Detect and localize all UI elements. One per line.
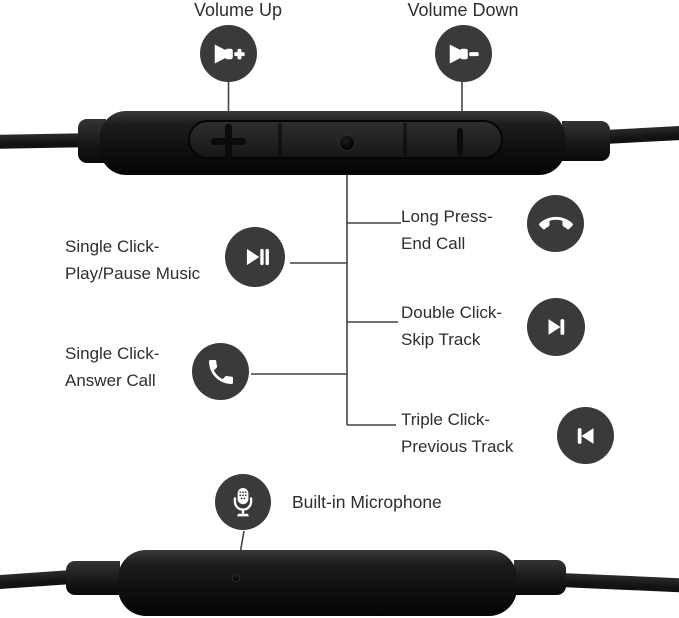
- microphone-label: Built-in Microphone: [292, 492, 442, 512]
- phone-end-icon: [527, 195, 584, 252]
- microphone-icon: [215, 474, 271, 530]
- button-separator: [403, 123, 407, 156]
- plus-glyph: [225, 124, 232, 159]
- skip-track-label: Double Click- Skip Track: [401, 299, 502, 353]
- answer-call-label-line2: Answer Call: [65, 371, 156, 390]
- microphone-hole: [232, 574, 240, 582]
- end-call-label-line2: End Call: [401, 234, 466, 253]
- skip-back-icon: [557, 407, 614, 464]
- end-call-label: Long Press- End Call: [401, 203, 493, 257]
- strain-relief-right-bottom: [514, 560, 566, 595]
- previous-track-label-line2: Previous Track: [401, 437, 514, 456]
- answer-call-label-line1: Single Click-: [65, 344, 160, 363]
- cable-left-top: [0, 133, 85, 149]
- button-separator: [278, 123, 282, 156]
- play-pause-icon: [225, 227, 285, 287]
- speaker-minus-icon: [435, 25, 492, 82]
- previous-track-label-line1: Triple Click-: [401, 410, 491, 429]
- volume-down-button: [457, 128, 463, 157]
- skip-track-label-line2: Skip Track: [401, 330, 481, 349]
- speaker-plus-icon: [200, 25, 257, 82]
- phone-answer-icon: [192, 343, 249, 400]
- volume-up-label: Volume Up: [193, 0, 283, 20]
- strain-relief-right-top: [562, 121, 610, 161]
- play-pause-label-line2: Play/Pause Music: [65, 264, 201, 283]
- previous-track-label: Triple Click- Previous Track: [401, 406, 513, 460]
- play-pause-label: Single Click- Play/Pause Music: [65, 233, 200, 287]
- skip-track-label-line1: Double Click-: [401, 303, 503, 322]
- strain-relief-left-bottom: [66, 561, 120, 595]
- skip-forward-icon: [527, 298, 585, 356]
- end-call-label-line1: Long Press-: [401, 207, 493, 226]
- play-pause-label-line1: Single Click-: [65, 237, 160, 256]
- answer-call-label: Single Click- Answer Call: [65, 340, 159, 394]
- volume-down-label: Volume Down: [407, 0, 519, 20]
- center-multifunction-button: [339, 135, 355, 151]
- microphone-module-body: [118, 550, 517, 616]
